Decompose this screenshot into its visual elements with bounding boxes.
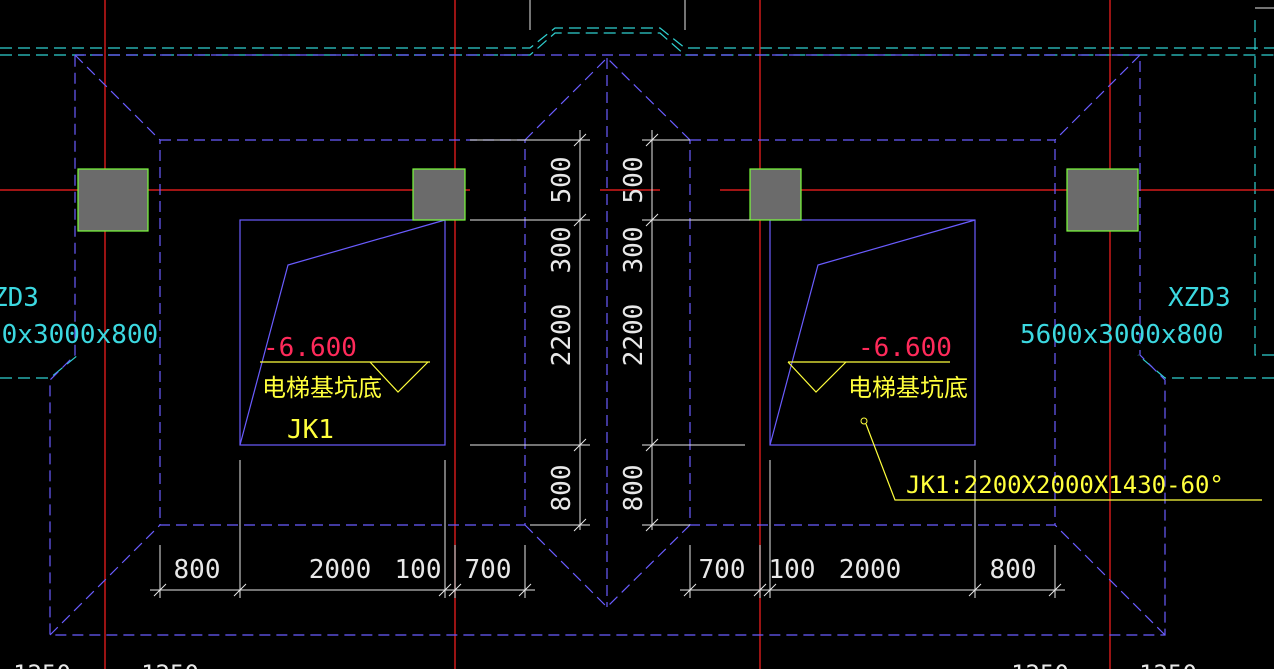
dim-text: 800 [990, 555, 1037, 585]
vertical-dimension-lines [470, 130, 750, 532]
dim-text: 300 [619, 227, 649, 274]
dim-text: 2000 [309, 555, 372, 585]
right-pit-leader-note: JK1:2200X2000X1430-60° [906, 471, 1224, 499]
dim-text: 800 [619, 465, 649, 512]
top-white-ticks [529, 0, 1274, 30]
column-3 [749, 168, 802, 221]
foundation-outline [49, 54, 1166, 636]
left-foundation-label: ZD3 [0, 283, 39, 313]
right-foundation-label: XZD3 [1168, 283, 1231, 313]
left-pit-desc: 电梯基坑底 [262, 374, 382, 402]
dim-text: 300 [547, 227, 577, 274]
dim-text: 2000 [839, 555, 902, 585]
left-vertical-dim-texts: 500 300 2200 800 [547, 157, 577, 512]
dim-text: 700 [699, 555, 746, 585]
dim-text: 2200 [547, 304, 577, 367]
left-pit-annotation: -6.600 电梯基坑底 JK1 [260, 333, 430, 445]
bottom-dim-texts: 800 2000 100 700 700 100 2000 800 [174, 555, 1037, 585]
dim-text: 800 [547, 465, 577, 512]
partial-dim-text: 1250 [1011, 660, 1069, 669]
dim-text: 100 [769, 555, 816, 585]
right-pit-desc: 电梯基坑底 [848, 374, 968, 402]
column-1 [77, 168, 149, 232]
right-pit-annotation: -6.600 电梯基坑底 JK1:2200X2000X1430-60° [787, 333, 1262, 501]
column-2 [412, 168, 466, 221]
right-vertical-dim-texts: 500 300 2200 800 [619, 157, 649, 512]
left-foundation-size: 00x3000x800 [0, 320, 158, 350]
horizontal-dimension-lines [150, 460, 1065, 598]
left-pit [239, 219, 446, 446]
side-annotations: ZD3 00x3000x800 XZD3 5600x3000x800 [0, 283, 1231, 350]
column-4 [1066, 168, 1139, 232]
partial-dim-text: 1250 [1139, 660, 1197, 669]
partial-dim-text: 1250 [141, 660, 199, 669]
left-pit-name: JK1 [287, 415, 334, 445]
dim-text: 800 [174, 555, 221, 585]
left-pit-elevation: -6.600 [263, 333, 357, 363]
right-pit-elevation: -6.600 [858, 333, 952, 363]
dim-text: 2200 [619, 304, 649, 367]
dim-text: 100 [395, 555, 442, 585]
dim-text: 700 [465, 555, 512, 585]
bottom-partial-texts: 1250 1250 1250 1250 [13, 660, 1197, 669]
dim-text: 500 [619, 157, 649, 204]
dim-text: 500 [547, 157, 577, 204]
right-foundation-size: 5600x3000x800 [1020, 320, 1224, 350]
columns [77, 168, 1139, 232]
partial-dim-text: 1250 [13, 660, 71, 669]
right-pit [769, 219, 976, 446]
